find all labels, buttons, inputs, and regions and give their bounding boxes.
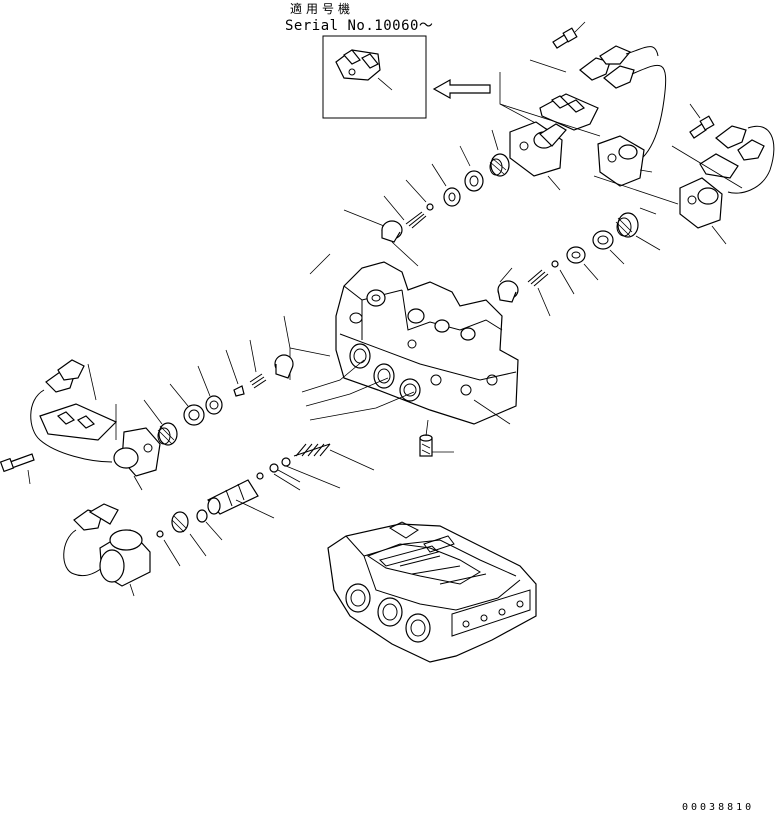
plug-lower xyxy=(419,419,454,457)
harness-clip-left xyxy=(39,403,118,441)
seal-upper xyxy=(431,163,461,207)
small-spring-right xyxy=(527,269,551,317)
plug-right xyxy=(497,267,519,303)
collar-upper xyxy=(459,145,484,192)
harness-upper xyxy=(579,45,667,161)
small-spring-upper xyxy=(383,195,427,229)
seal-left xyxy=(197,365,223,415)
plug-upper xyxy=(343,209,403,243)
solenoid-valve-upper xyxy=(509,121,567,191)
valve-body xyxy=(335,261,519,425)
seal-right xyxy=(566,246,599,281)
spring-left xyxy=(143,399,178,446)
harness-clip-upper xyxy=(539,93,599,131)
harness-left xyxy=(30,359,113,463)
applicable-model-label: 適用号機 xyxy=(290,2,355,16)
solenoid-valve-right xyxy=(597,135,727,245)
o-ring-lower xyxy=(196,509,223,541)
ball-lower xyxy=(156,530,181,567)
inset-box xyxy=(322,35,427,119)
small-spring-left xyxy=(249,339,267,389)
ball-left xyxy=(225,349,245,397)
solenoid-lower xyxy=(63,503,151,597)
serial-number-label: Serial No.10060～ xyxy=(285,18,434,34)
ball-right xyxy=(551,260,575,295)
washer-lower xyxy=(256,457,341,491)
drawing-number: 00038810 xyxy=(682,802,755,813)
valve-body-assembled xyxy=(327,521,537,663)
bolt-upper xyxy=(552,21,586,49)
arrow-left-icon xyxy=(432,78,491,100)
ball-upper xyxy=(405,179,434,211)
spring-right-large xyxy=(615,212,661,251)
harness-clip-right xyxy=(699,153,739,179)
harness-right xyxy=(715,125,775,194)
plug-left xyxy=(274,354,294,379)
seat-lower xyxy=(171,511,207,557)
collar-left xyxy=(169,383,205,426)
collar-right xyxy=(592,230,625,265)
bolt-right xyxy=(689,103,715,139)
bolt-left xyxy=(0,453,35,485)
spring-upper xyxy=(489,129,510,177)
solenoid-valve-left xyxy=(113,427,161,491)
spring-lower xyxy=(293,443,375,471)
spool-lower xyxy=(207,479,275,519)
